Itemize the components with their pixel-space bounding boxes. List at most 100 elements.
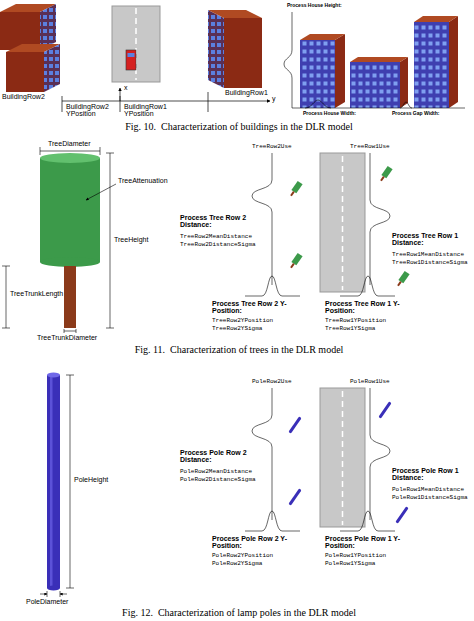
illustration-part xyxy=(400,57,408,108)
tree xyxy=(40,153,100,328)
illustration-part xyxy=(379,166,393,183)
illustration-part xyxy=(342,156,344,290)
building-row-2 xyxy=(0,4,60,92)
illustration-part xyxy=(305,100,331,108)
road xyxy=(112,6,160,82)
illustration-part xyxy=(126,50,136,70)
illustration-part xyxy=(86,184,116,200)
use-flag: TreeRow2Use xyxy=(252,143,292,150)
use-flag: PoleRow1Use xyxy=(350,378,390,385)
illustration-part xyxy=(66,588,74,589)
row-scene xyxy=(245,153,395,296)
illustration-part xyxy=(380,176,385,181)
illustration-part xyxy=(290,263,295,268)
parameter-name: TreeRow1MeanDistance xyxy=(392,251,464,258)
parameter-name: TreeRow1DistanceSigma xyxy=(392,259,468,266)
parameter-name: TreeRow2MeanDistance xyxy=(180,233,252,240)
illustration-part xyxy=(414,16,458,22)
illustration-part xyxy=(289,181,303,198)
illustration-part xyxy=(350,62,400,108)
illustration-part xyxy=(106,153,114,154)
parameter-name: PoleRow2YSigma xyxy=(212,560,262,567)
illustration-part xyxy=(224,18,262,88)
building-label: BuildingRow2 xyxy=(2,93,45,100)
parameter-name: TreeRow1YSigma xyxy=(325,325,375,332)
illustration-part xyxy=(208,10,224,88)
figure-caption: Fig. 11. Characterization of trees in th… xyxy=(2,344,474,356)
building-row-1 xyxy=(208,10,262,88)
dimension-label: BuildingRow2 YPosition xyxy=(66,103,118,117)
illustration-part xyxy=(62,101,120,102)
illustration-part xyxy=(400,102,412,108)
parameter-heading: Process House Width: xyxy=(303,110,356,116)
use-flag: TreeRow1Use xyxy=(350,143,390,150)
parameter-heading: Process Tree Row 1 Y-Position: xyxy=(325,300,425,314)
illustration-part xyxy=(40,594,47,595)
building-label: BuildingRow1 xyxy=(225,89,268,96)
illustration-part xyxy=(335,34,345,108)
row-scene xyxy=(245,388,395,531)
illustration-part xyxy=(120,101,270,102)
illustration-part xyxy=(208,10,262,18)
parameter-name: TreeRow2DistanceSigma xyxy=(180,241,256,248)
pole xyxy=(47,373,60,591)
illustration-part xyxy=(340,276,395,296)
illustration-part xyxy=(350,57,408,62)
illustration-part xyxy=(290,490,299,503)
parameter-name: PoleRow1DistanceSigma xyxy=(392,494,468,501)
parameter-name: PoleRow1MeanDistance xyxy=(392,486,464,493)
parameter-label: TreeAttenuation xyxy=(118,177,168,184)
illustration-part xyxy=(47,375,60,588)
illustration-part xyxy=(120,96,121,112)
illustration-part xyxy=(414,22,449,108)
tree-dimensions xyxy=(2,147,116,333)
parameter-name: PoleRow2DistanceSigma xyxy=(180,476,256,483)
illustration-part xyxy=(44,44,60,92)
parameter-heading: Process Gap Width: xyxy=(392,110,439,116)
illustration-part xyxy=(396,271,410,288)
pole-icons xyxy=(290,403,406,521)
axis-label: y xyxy=(272,95,276,102)
dimension-label: TreeHeight xyxy=(114,236,148,243)
parameter-heading: Process Pole Row 2 Distance: xyxy=(180,449,268,463)
illustration-part xyxy=(64,331,76,332)
axis-label: x xyxy=(124,84,128,91)
illustration-part xyxy=(106,328,114,329)
illustration-part xyxy=(320,153,365,292)
parameter-heading: Process House Height: xyxy=(287,2,342,8)
tree-icons xyxy=(289,166,410,288)
parameter-name: PoleRow1YPosition xyxy=(325,552,386,559)
illustration-part xyxy=(284,12,292,108)
parameter-name: TreeRow2YSigma xyxy=(212,325,262,332)
illustration-part xyxy=(64,266,76,328)
illustration-part xyxy=(50,375,53,588)
dimension-label: TreeTrunkDiameter xyxy=(37,334,97,341)
illustration-part xyxy=(397,281,402,286)
house-profile xyxy=(300,16,458,108)
illustration-part xyxy=(449,16,458,108)
illustration-part xyxy=(300,34,345,40)
illustration-part xyxy=(245,276,300,296)
illustration-part xyxy=(380,403,389,416)
parameter-heading: Process Pole Row 1 Y-Position: xyxy=(325,535,425,549)
parameter-heading: Process Tree Row 2 Y-Position: xyxy=(212,300,312,314)
dimension-label: BuildingRow1 YPosition xyxy=(124,103,176,117)
figure-caption: Fig. 12. Characterization of lamp poles … xyxy=(2,607,474,619)
illustration-part xyxy=(40,147,41,155)
illustration-part xyxy=(62,96,63,112)
illustration-part xyxy=(40,4,56,50)
illustration-part xyxy=(289,253,303,270)
illustration-part xyxy=(40,151,100,152)
figure-caption: Fig. 10. Characterization of buildings i… xyxy=(2,121,474,133)
illustration-part xyxy=(292,108,465,109)
illustration-part xyxy=(300,40,335,108)
illustration-part xyxy=(208,92,209,112)
illustration-part xyxy=(2,328,10,329)
illustration-part xyxy=(60,594,67,595)
parameter-name: PoleRow2MeanDistance xyxy=(180,468,252,475)
illustration-part xyxy=(128,53,135,57)
parameter-heading: Process Tree Row 1 Distance: xyxy=(392,232,470,246)
dimension-label: TreeDiameter xyxy=(48,140,91,147)
use-flag: PoleRow2Use xyxy=(252,378,292,385)
